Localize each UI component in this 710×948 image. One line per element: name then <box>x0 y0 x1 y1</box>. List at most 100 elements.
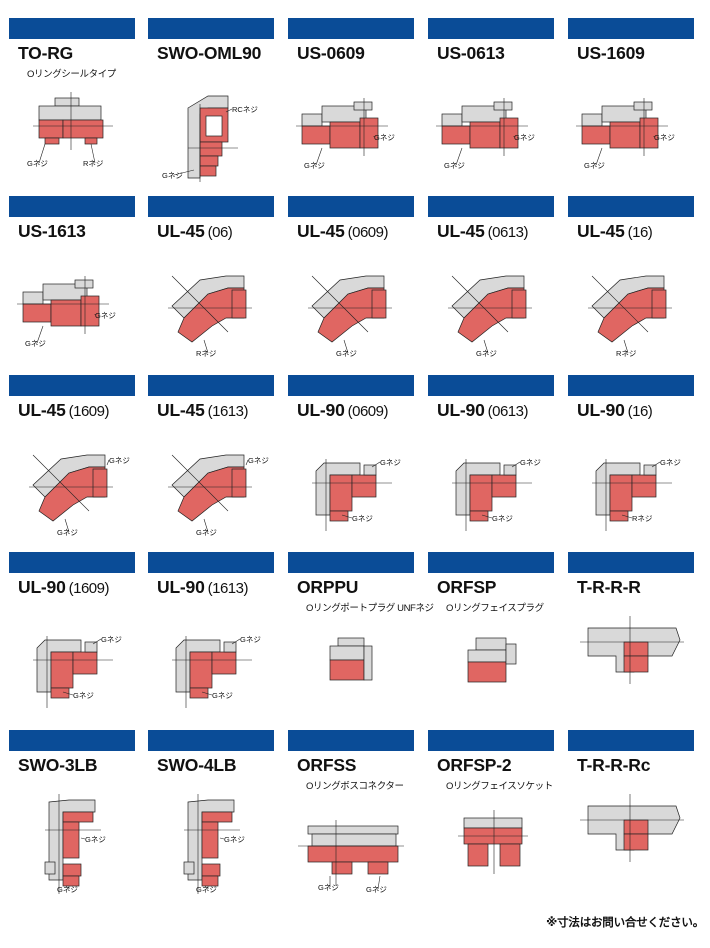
product-title: UL-45(16) <box>577 221 653 242</box>
product-code: US-1609 <box>577 43 645 63</box>
elbow-90-icon: Gネジ Gネジ <box>172 635 261 708</box>
center-line <box>483 339 489 354</box>
product-size: (1613) <box>207 403 249 420</box>
fitting-diagram <box>568 612 694 717</box>
product-code: US-1613 <box>18 221 86 241</box>
thread-label: Rネジ <box>616 349 637 358</box>
header-bar <box>148 375 274 396</box>
product-size: (16) <box>627 224 653 241</box>
header-bar <box>428 375 554 396</box>
product-subtitle: Oリングシールタイプ <box>27 69 116 80</box>
header-bar <box>428 730 554 751</box>
product-subtitle: Oリングボスコネクター <box>306 781 404 792</box>
product-card: UL-45(0613) Gネジ <box>428 196 554 366</box>
header-bar <box>288 196 414 217</box>
center-line <box>171 454 229 512</box>
product-title: ORFSP-2 <box>437 755 512 776</box>
face-plug-icon <box>467 637 517 683</box>
product-title: SWO-3LB <box>18 755 97 776</box>
product-code: UL-90 <box>157 577 205 597</box>
header-bar <box>568 552 694 573</box>
center-line <box>90 143 96 164</box>
product-code: TO-RG <box>18 43 74 63</box>
product-title: US-1609 <box>577 43 645 64</box>
product-code: UL-45 <box>18 400 66 420</box>
product-subtitle: Oリングフェイスプラグ <box>446 603 544 614</box>
product-title: UL-45(1609) <box>18 400 109 421</box>
header-bar <box>9 730 135 751</box>
footer-note: ※寸法はお問い合せください。 <box>546 917 704 929</box>
thread-label: Gネジ <box>380 458 401 467</box>
product-code: UL-90 <box>437 400 485 420</box>
product-code: ORPPU <box>297 577 359 597</box>
header-bar <box>9 196 135 217</box>
product-card: UL-45(06)Rネジ <box>148 196 274 366</box>
thread-label: Gネジ <box>654 133 675 142</box>
thread-label: Gネジ <box>492 514 513 523</box>
product-subtitle: Oリングフェイスソケット <box>446 781 553 792</box>
center-line <box>377 875 381 890</box>
product-code: ORFSP <box>437 577 497 597</box>
product-title: UL-90(16) <box>577 400 653 421</box>
header-bar <box>428 18 554 39</box>
elbow-45-icon: Gネジ <box>308 275 392 358</box>
header-bar <box>428 552 554 573</box>
thread-label: Gネジ <box>318 883 339 892</box>
header-bar <box>288 730 414 751</box>
product-title: US-0613 <box>437 43 505 64</box>
center-line <box>62 691 74 696</box>
thread-label: Gネジ <box>240 635 261 644</box>
header-bar <box>9 18 135 39</box>
thread-label: Gネジ <box>224 835 245 844</box>
product-code: SWO-OML90 <box>157 43 262 63</box>
center-line <box>219 837 225 840</box>
product-title: ORFSP <box>437 577 496 598</box>
center-line <box>173 169 195 176</box>
thread-label: Gネジ <box>514 133 535 142</box>
center-line <box>203 518 209 533</box>
header-bar <box>9 375 135 396</box>
product-code: UL-90 <box>18 577 66 597</box>
product-title: UL-90(0609) <box>297 400 388 421</box>
face-socket-icon <box>458 810 528 874</box>
elbow-45-icon: Gネジ <box>448 275 532 358</box>
thread-label: Gネジ <box>25 339 46 348</box>
center-line <box>201 691 213 696</box>
product-title: UL-45(0613) <box>437 221 528 242</box>
thread-label: RCネジ <box>232 105 258 114</box>
center-line <box>36 325 44 344</box>
center-line <box>651 461 661 468</box>
product-code: UL-45 <box>157 400 205 420</box>
center-line <box>371 461 381 468</box>
product-card: ORFSP Oリングフェイスプラグ <box>428 552 554 722</box>
thread-label: Gネジ <box>212 691 233 700</box>
thread-label: Gネジ <box>336 349 357 358</box>
center-line <box>225 108 233 113</box>
thread-label: Gネジ <box>374 133 395 142</box>
tee-icon <box>580 794 684 862</box>
thread-label: Gネジ <box>248 456 269 465</box>
product-code: UL-90 <box>577 400 625 420</box>
center-line <box>203 339 209 354</box>
header-bar <box>148 552 274 573</box>
product-code: T-R-R-R <box>577 577 641 597</box>
thread-label: Gネジ <box>101 635 122 644</box>
